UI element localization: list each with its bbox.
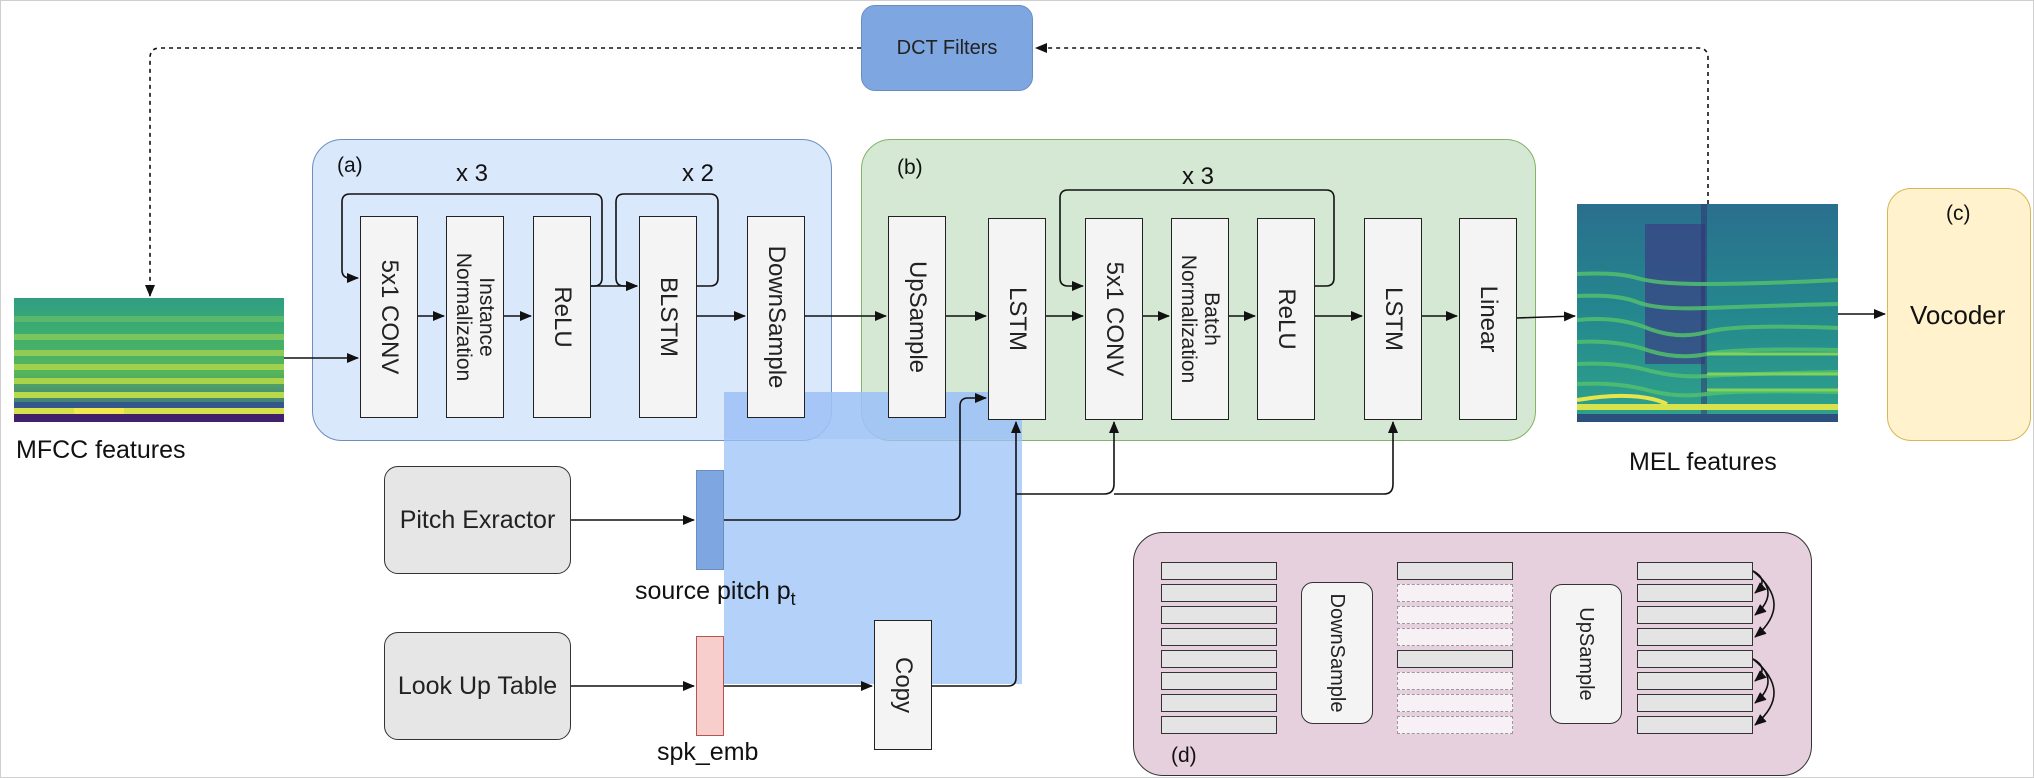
- repeat-conv-b: x 3: [1182, 163, 1215, 190]
- frame-bar: [1161, 584, 1277, 602]
- frame-bar-empty: [1397, 628, 1513, 646]
- dct-feedback-arrow: [1035, 43, 1709, 204]
- group-c-vocoder: [1887, 188, 2031, 441]
- group-d-frames-mid: [1397, 562, 1515, 734]
- frame-bar-empty: [1397, 716, 1513, 734]
- conv-repeat-loop-b: [1059, 189, 1335, 291]
- linear-to-mel-arrow: [1516, 311, 1576, 322]
- repeat-conv-a: x 3: [456, 160, 489, 187]
- group-c-tag: (c): [1946, 202, 1971, 225]
- blstm-block: BLSTM: [639, 216, 697, 418]
- spk-emb-label: spk_emb: [657, 738, 759, 766]
- dct-filters-box: DCT Filters: [861, 5, 1033, 91]
- source-pitch-bar: [696, 470, 724, 570]
- highlight-overlay: [724, 392, 1022, 684]
- frame-bar: [1637, 672, 1753, 690]
- blstm-repeat-loop: [615, 193, 719, 291]
- group-d-frames-left: [1161, 562, 1279, 734]
- lstm-block-2: LSTM: [1364, 218, 1422, 420]
- frame-bar: [1161, 562, 1277, 580]
- linear-block: Linear: [1459, 218, 1517, 420]
- mfcc-features-label: MFCC features: [16, 436, 186, 464]
- frame-bar: [1161, 694, 1277, 712]
- dct-to-mfcc-arrow: [145, 47, 861, 297]
- downsample-block: DownSample: [747, 216, 805, 418]
- lookup-table-box: Look Up Table: [384, 632, 571, 740]
- group-d-tag: (d): [1171, 744, 1197, 767]
- copy-to-conv-arrow: [1016, 421, 1119, 495]
- frame-bar-empty: [1397, 672, 1513, 690]
- frame-bar: [1637, 716, 1753, 734]
- frame-bar: [1397, 562, 1513, 580]
- frame-bar: [1637, 628, 1753, 646]
- copy-to-lstm2-arrow: [1114, 421, 1398, 495]
- pitch-to-lstm-arrow: [724, 393, 987, 521]
- frame-bar-empty: [1397, 584, 1513, 602]
- group-b-tag: (b): [897, 156, 923, 179]
- relu-block-a: ReLU: [533, 216, 591, 418]
- conv-repeat-loop-a: [341, 193, 603, 287]
- vocoder-label: Vocoder: [1910, 300, 2006, 330]
- frame-bar-empty: [1397, 606, 1513, 624]
- lstm-block-1: LSTM: [988, 218, 1046, 420]
- source-pitch-label: source pitch pt: [635, 577, 796, 610]
- pitch-extractor-box: Pitch Exractor: [384, 466, 571, 574]
- conv-block-a: 5x1 CONV: [360, 216, 418, 418]
- frame-bar: [1161, 716, 1277, 734]
- source-pitch-subscript: t: [790, 589, 796, 609]
- frame-bar: [1637, 606, 1753, 624]
- group-d-upsample-box: UpSample: [1550, 584, 1622, 724]
- mfcc-spectrogram: [14, 298, 284, 422]
- mel-spectrogram: [1577, 204, 1838, 422]
- relu-block-b: ReLU: [1257, 218, 1315, 420]
- mel-features-label: MEL features: [1629, 448, 1777, 476]
- copy-to-lstm-arrow: [932, 421, 1021, 687]
- repeat-blstm: x 2: [682, 160, 715, 187]
- group-d-frames-right: [1637, 562, 1755, 734]
- frame-bar: [1161, 606, 1277, 624]
- frame-bar: [1637, 694, 1753, 712]
- frame-bar: [1161, 628, 1277, 646]
- spk-emb-bar: [696, 636, 724, 736]
- frame-bar: [1161, 672, 1277, 690]
- frame-bar: [1637, 584, 1753, 602]
- frame-bar: [1637, 650, 1753, 668]
- frame-bar: [1161, 650, 1277, 668]
- upsample-block: UpSample: [888, 216, 946, 418]
- upsample-arc: [1752, 570, 1775, 638]
- conv-block-b: 5x1 CONV: [1085, 218, 1143, 420]
- frame-bar: [1397, 650, 1513, 668]
- group-d-downsample-box: DownSample: [1301, 582, 1373, 724]
- frame-bar-empty: [1397, 694, 1513, 712]
- source-pitch-text: source pitch p: [635, 577, 791, 605]
- group-a-tag: (a): [337, 154, 363, 177]
- upsample-arc: [1752, 658, 1775, 726]
- frame-bar: [1637, 562, 1753, 580]
- copy-block: Copy: [874, 620, 932, 750]
